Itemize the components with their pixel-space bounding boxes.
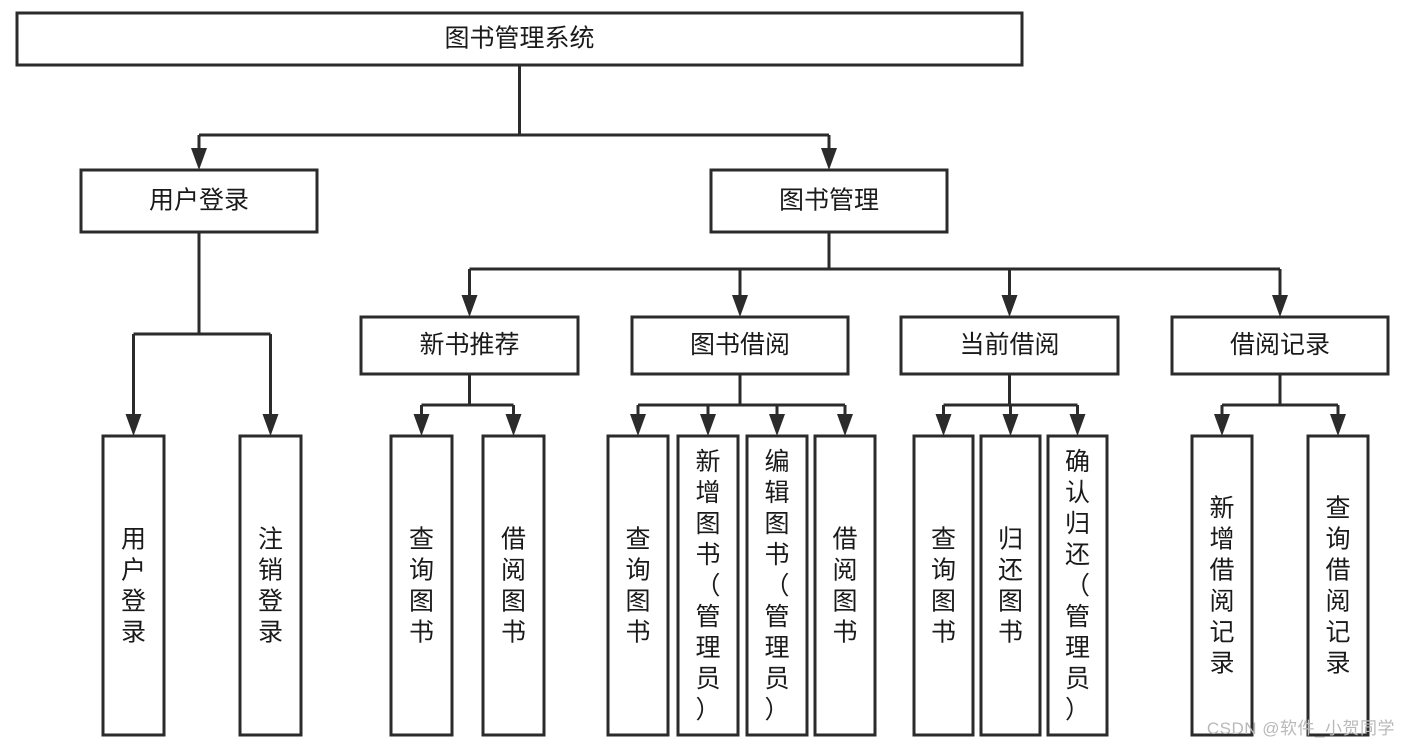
- node-新书推荐[interactable]: 新书推荐: [359, 315, 580, 376]
- node-box: [813, 434, 877, 737]
- node-查询图书[interactable]: 查询图书: [912, 434, 975, 737]
- node-label: 图书管理系统: [444, 25, 594, 53]
- node-label: 查询借阅记录: [1325, 495, 1350, 678]
- node-box: [15, 11, 1024, 67]
- arrow-head: [769, 414, 785, 436]
- node-label: 确认归还（管理员）: [1065, 448, 1090, 724]
- arrow-head: [125, 414, 142, 436]
- node-图书管理[interactable]: 图书管理: [709, 168, 949, 234]
- connector-layer: [125, 65, 1346, 436]
- arrow-head: [262, 414, 279, 436]
- node-归还图书[interactable]: 归还图书: [979, 434, 1042, 737]
- node-label: 借阅图书: [501, 526, 526, 647]
- node-box: [899, 315, 1120, 376]
- node-box: [745, 434, 809, 737]
- node-确认归还管理员[interactable]: 确认归还（管理员）: [1046, 434, 1109, 737]
- node-label: 查询图书: [409, 526, 434, 647]
- arrow-head: [191, 148, 207, 170]
- arrow-head: [1002, 414, 1019, 436]
- node-label: 新增借阅记录: [1209, 495, 1234, 678]
- node-借阅图书[interactable]: 借阅图书: [481, 434, 546, 737]
- node-label: 图书管理: [779, 187, 879, 215]
- arrow-head: [1272, 295, 1288, 317]
- node-box: [912, 434, 975, 737]
- node-图书借阅[interactable]: 图书借阅: [630, 315, 850, 376]
- node-box: [79, 168, 319, 234]
- node-label: 用户登录: [149, 187, 249, 215]
- node-label: 查询图书: [625, 526, 650, 647]
- node-box: [606, 434, 670, 737]
- node-label: 新增图书（管理员）: [695, 448, 720, 724]
- arrow-head: [461, 295, 478, 317]
- node-label: 用户登录: [121, 526, 146, 647]
- node-图书管理系统[interactable]: 图书管理系统: [15, 11, 1024, 67]
- node-box: [1170, 315, 1390, 376]
- node-label: 查询图书: [931, 526, 956, 647]
- node-用户登录[interactable]: 用户登录: [79, 168, 319, 234]
- arrow-head: [732, 295, 748, 317]
- node-label: 图书借阅: [690, 331, 790, 359]
- arrow-head: [821, 148, 837, 170]
- arrow-head: [1330, 414, 1346, 436]
- node-查询图书[interactable]: 查询图书: [389, 434, 454, 737]
- node-新增图书管理员[interactable]: 新增图书（管理员）: [676, 434, 740, 737]
- node-box: [1046, 434, 1109, 737]
- node-box: [1306, 434, 1370, 737]
- node-box: [979, 434, 1042, 737]
- node-用户登录[interactable]: 用户登录: [101, 434, 166, 737]
- node-label: 新书推荐: [419, 331, 519, 359]
- node-label: 归还图书: [998, 526, 1023, 647]
- node-当前借阅[interactable]: 当前借阅: [899, 315, 1120, 376]
- node-box: [389, 434, 454, 737]
- node-查询图书[interactable]: 查询图书: [606, 434, 670, 737]
- node-box: [630, 315, 850, 376]
- node-box: [359, 315, 580, 376]
- node-box: [1190, 434, 1254, 737]
- node-box: [238, 434, 303, 737]
- arrow-head: [700, 414, 716, 436]
- node-box: [101, 434, 166, 737]
- arrow-head: [1214, 414, 1230, 436]
- arrow-head: [935, 414, 952, 436]
- node-label: 编辑图书（管理员）: [764, 448, 789, 724]
- arrow-head: [630, 414, 646, 436]
- arrow-head: [1001, 295, 1018, 317]
- node-注销登录[interactable]: 注销登录: [238, 434, 303, 737]
- node-label: 注销登录: [258, 526, 283, 647]
- node-box: [481, 434, 546, 737]
- node-借阅图书[interactable]: 借阅图书: [813, 434, 877, 737]
- node-label: 借阅记录: [1230, 331, 1330, 359]
- node-查询借阅记录[interactable]: 查询借阅记录: [1306, 434, 1370, 737]
- node-label: 借阅图书: [832, 526, 857, 647]
- arrow-head: [505, 414, 522, 436]
- node-新增借阅记录[interactable]: 新增借阅记录: [1190, 434, 1254, 737]
- node-label: 当前借阅: [959, 331, 1059, 359]
- arrow-head: [413, 414, 430, 436]
- node-layer: 图书管理系统用户登录图书管理新书推荐图书借阅当前借阅借阅记录用户登录注销登录查询…: [15, 11, 1390, 737]
- node-借阅记录[interactable]: 借阅记录: [1170, 315, 1390, 376]
- node-box: [676, 434, 740, 737]
- arrow-head: [1069, 414, 1086, 436]
- node-box: [709, 168, 949, 234]
- node-编辑图书管理员[interactable]: 编辑图书（管理员）: [745, 434, 809, 737]
- arrow-head: [837, 414, 853, 436]
